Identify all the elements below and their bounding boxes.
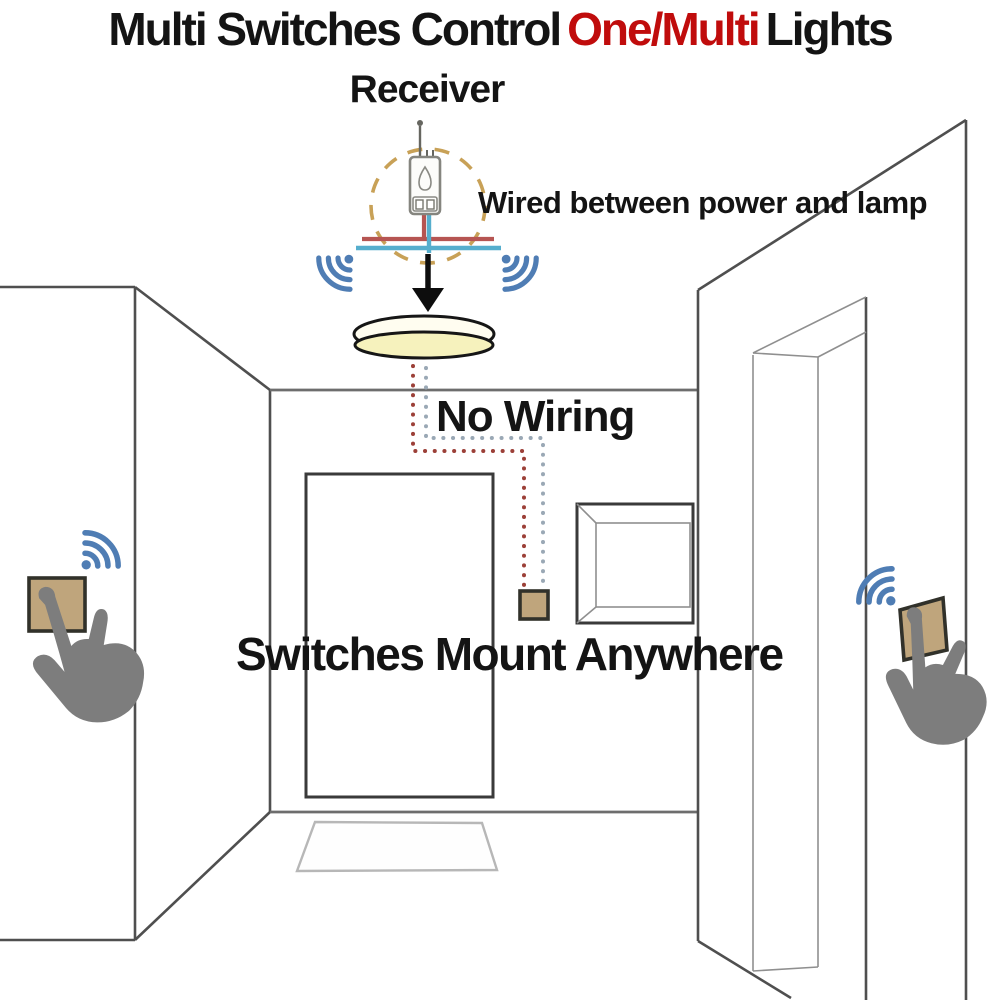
- receiver-icon: [356, 120, 501, 265]
- wired-note: Wired between power and lamp: [478, 185, 928, 220]
- wifi-icon: [66, 526, 125, 585]
- no-wiring-note: No Wiring: [436, 392, 635, 441]
- down-arrow-icon: [412, 254, 444, 312]
- title-prefix: Multi Switches Control: [108, 3, 562, 55]
- antenna-icon: [417, 120, 434, 158]
- title-suffix: Lights: [765, 3, 894, 55]
- picture-frame: [575, 502, 695, 625]
- pointing-hand-icon: [26, 578, 149, 728]
- ceiling-lamp-icon: [352, 314, 496, 360]
- wall-switch-icon: [518, 589, 550, 621]
- receiver-label: Receiver: [349, 68, 506, 111]
- door-mat: [295, 820, 499, 873]
- door-outline: [304, 472, 495, 799]
- title-highlight: One/Multi: [567, 3, 761, 55]
- room-walls: [0, 118, 968, 1000]
- switches-mount-note: Switches Mount Anywhere: [236, 628, 784, 680]
